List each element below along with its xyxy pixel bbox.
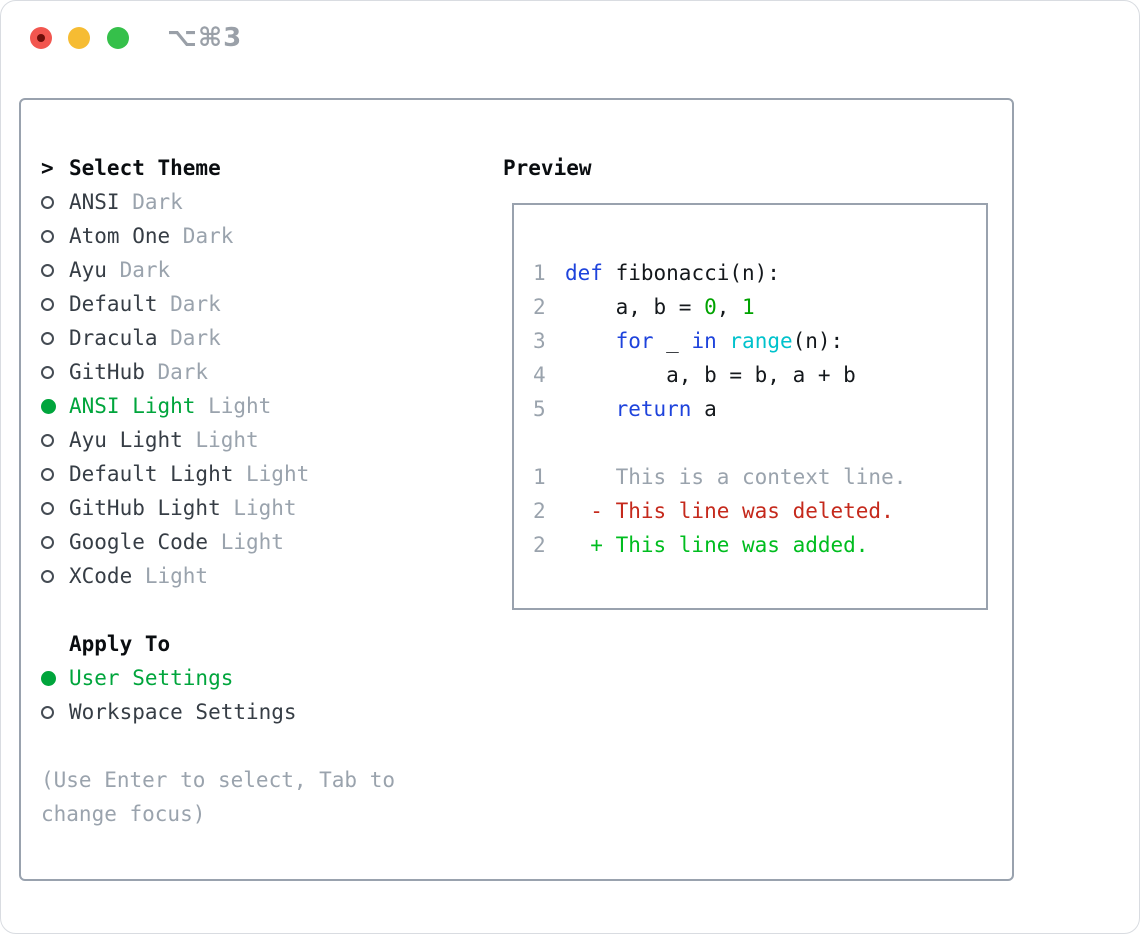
theme-name: Ayu Light: [69, 428, 183, 452]
title-bar: ⌥⌘3: [1, 1, 1139, 75]
code-line: 1 def fibonacci(n):: [533, 261, 780, 285]
theme-name: Ayu: [69, 258, 107, 282]
close-button[interactable]: [30, 27, 52, 49]
apply-to-title: Apply To: [69, 632, 171, 656]
line-number: 4: [533, 363, 546, 387]
theme-option-dracula-dark[interactable]: Dracula Dark: [41, 321, 395, 355]
theme-variant: Dark: [119, 258, 171, 282]
theme-name: Google Code: [69, 530, 209, 554]
maximize-button[interactable]: [107, 27, 129, 49]
theme-option-github-dark[interactable]: GitHub Dark: [41, 355, 395, 389]
theme-option-ayu-light[interactable]: Ayu Light Light: [41, 423, 395, 457]
theme-option-google-code-light[interactable]: Google Code Light: [41, 525, 395, 559]
line-number: 2: [533, 499, 546, 523]
apply-to-option-user-settings[interactable]: User Settings: [41, 661, 395, 695]
theme-selector: > Select Theme ANSI Dark Atom One Dark A…: [41, 151, 395, 831]
theme-variant: Light: [220, 530, 284, 554]
code-line: 5 return a: [533, 397, 717, 421]
theme-option-atom-one-dark[interactable]: Atom One Dark: [41, 219, 395, 253]
preview-pane: 1 def fibonacci(n): 2 a, b = 0, 1 3 for …: [512, 203, 988, 610]
radio-unselected-icon: [41, 229, 54, 243]
theme-option-default-light[interactable]: Default Light Light: [41, 457, 395, 491]
apply-to-option-workspace-settings[interactable]: Workspace Settings: [41, 695, 395, 729]
prompt-icon: >: [41, 156, 54, 180]
theme-option-github-light[interactable]: GitHub Light Light: [41, 491, 395, 525]
theme-variant: Light: [233, 496, 297, 520]
radio-unselected-icon: [41, 501, 54, 515]
code-line-blank: [533, 426, 986, 460]
apply-to-label: Workspace Settings: [69, 700, 297, 724]
radio-selected-icon: [41, 670, 56, 686]
minimize-button[interactable]: [68, 27, 90, 49]
radio-unselected-icon: [41, 535, 54, 549]
radio-unselected-icon: [41, 365, 54, 379]
theme-variant: Light: [246, 462, 310, 486]
theme-name: ANSI Light: [69, 394, 196, 418]
radio-unselected-icon: [41, 569, 54, 583]
theme-name: GitHub: [69, 360, 145, 384]
theme-variant: Dark: [132, 190, 183, 214]
theme-variant: Dark: [157, 360, 209, 384]
apply-to-header: Apply To: [41, 627, 395, 661]
theme-name: ANSI: [69, 190, 120, 214]
theme-name: Default: [69, 292, 158, 316]
theme-variant: Dark: [170, 292, 221, 316]
radio-unselected-icon: [41, 433, 54, 447]
diff-context-line: 1 This is a context line.: [533, 465, 907, 489]
theme-variant: Light: [208, 394, 272, 418]
spacer: [41, 593, 395, 627]
apply-to-label: User Settings: [69, 666, 234, 690]
radio-unselected-icon: [41, 263, 54, 277]
theme-option-default-dark[interactable]: Default Dark: [41, 287, 395, 321]
theme-name: GitHub Light: [69, 496, 221, 520]
radio-unselected-icon: [41, 195, 54, 209]
line-number: 5: [533, 397, 546, 421]
theme-option-ansi-dark[interactable]: ANSI Dark: [41, 185, 395, 219]
line-number: 1: [533, 261, 546, 285]
theme-variant: Dark: [170, 326, 221, 350]
theme-name: Default Light: [69, 462, 234, 486]
keyboard-hint-line-1: (Use Enter to select, Tab to: [41, 768, 396, 792]
spacer: [41, 729, 395, 763]
diff-added-line: 2 + This line was added.: [533, 533, 869, 557]
radio-selected-icon: [41, 398, 56, 414]
theme-option-ansi-light[interactable]: ANSI Light Light: [41, 389, 395, 423]
preview-title: Preview: [503, 156, 592, 180]
theme-picker-panel: > Select Theme ANSI Dark Atom One Dark A…: [19, 98, 1014, 881]
theme-variant: Light: [195, 428, 259, 452]
select-theme-title: Select Theme: [69, 156, 221, 180]
window-title: ⌥⌘3: [167, 23, 243, 53]
theme-option-xcode-light[interactable]: XCode Light: [41, 559, 395, 593]
code-line: 4 a, b = b, a + b: [533, 363, 856, 387]
line-number: 2: [533, 295, 546, 319]
line-number: 3: [533, 329, 546, 353]
theme-name: Atom One: [69, 224, 171, 248]
radio-unselected-icon: [41, 705, 54, 719]
line-number: 2: [533, 533, 546, 557]
theme-option-ayu-dark[interactable]: Ayu Dark: [41, 253, 395, 287]
theme-name: Dracula: [69, 326, 158, 350]
line-number: 1: [533, 465, 546, 489]
theme-variant: Light: [144, 564, 209, 588]
theme-name: XCode: [69, 564, 133, 588]
diff-deleted-line: 2 - This line was deleted.: [533, 499, 894, 523]
select-theme-header: > Select Theme: [41, 151, 395, 185]
code-line: 3 for _ in range(n):: [533, 329, 844, 353]
code-line: 2 a, b = 0, 1: [533, 295, 755, 319]
keyboard-hint-line-2: change focus): [41, 802, 206, 826]
radio-unselected-icon: [41, 297, 54, 311]
radio-unselected-icon: [41, 467, 54, 481]
theme-variant: Dark: [182, 224, 234, 248]
radio-unselected-icon: [41, 331, 54, 345]
